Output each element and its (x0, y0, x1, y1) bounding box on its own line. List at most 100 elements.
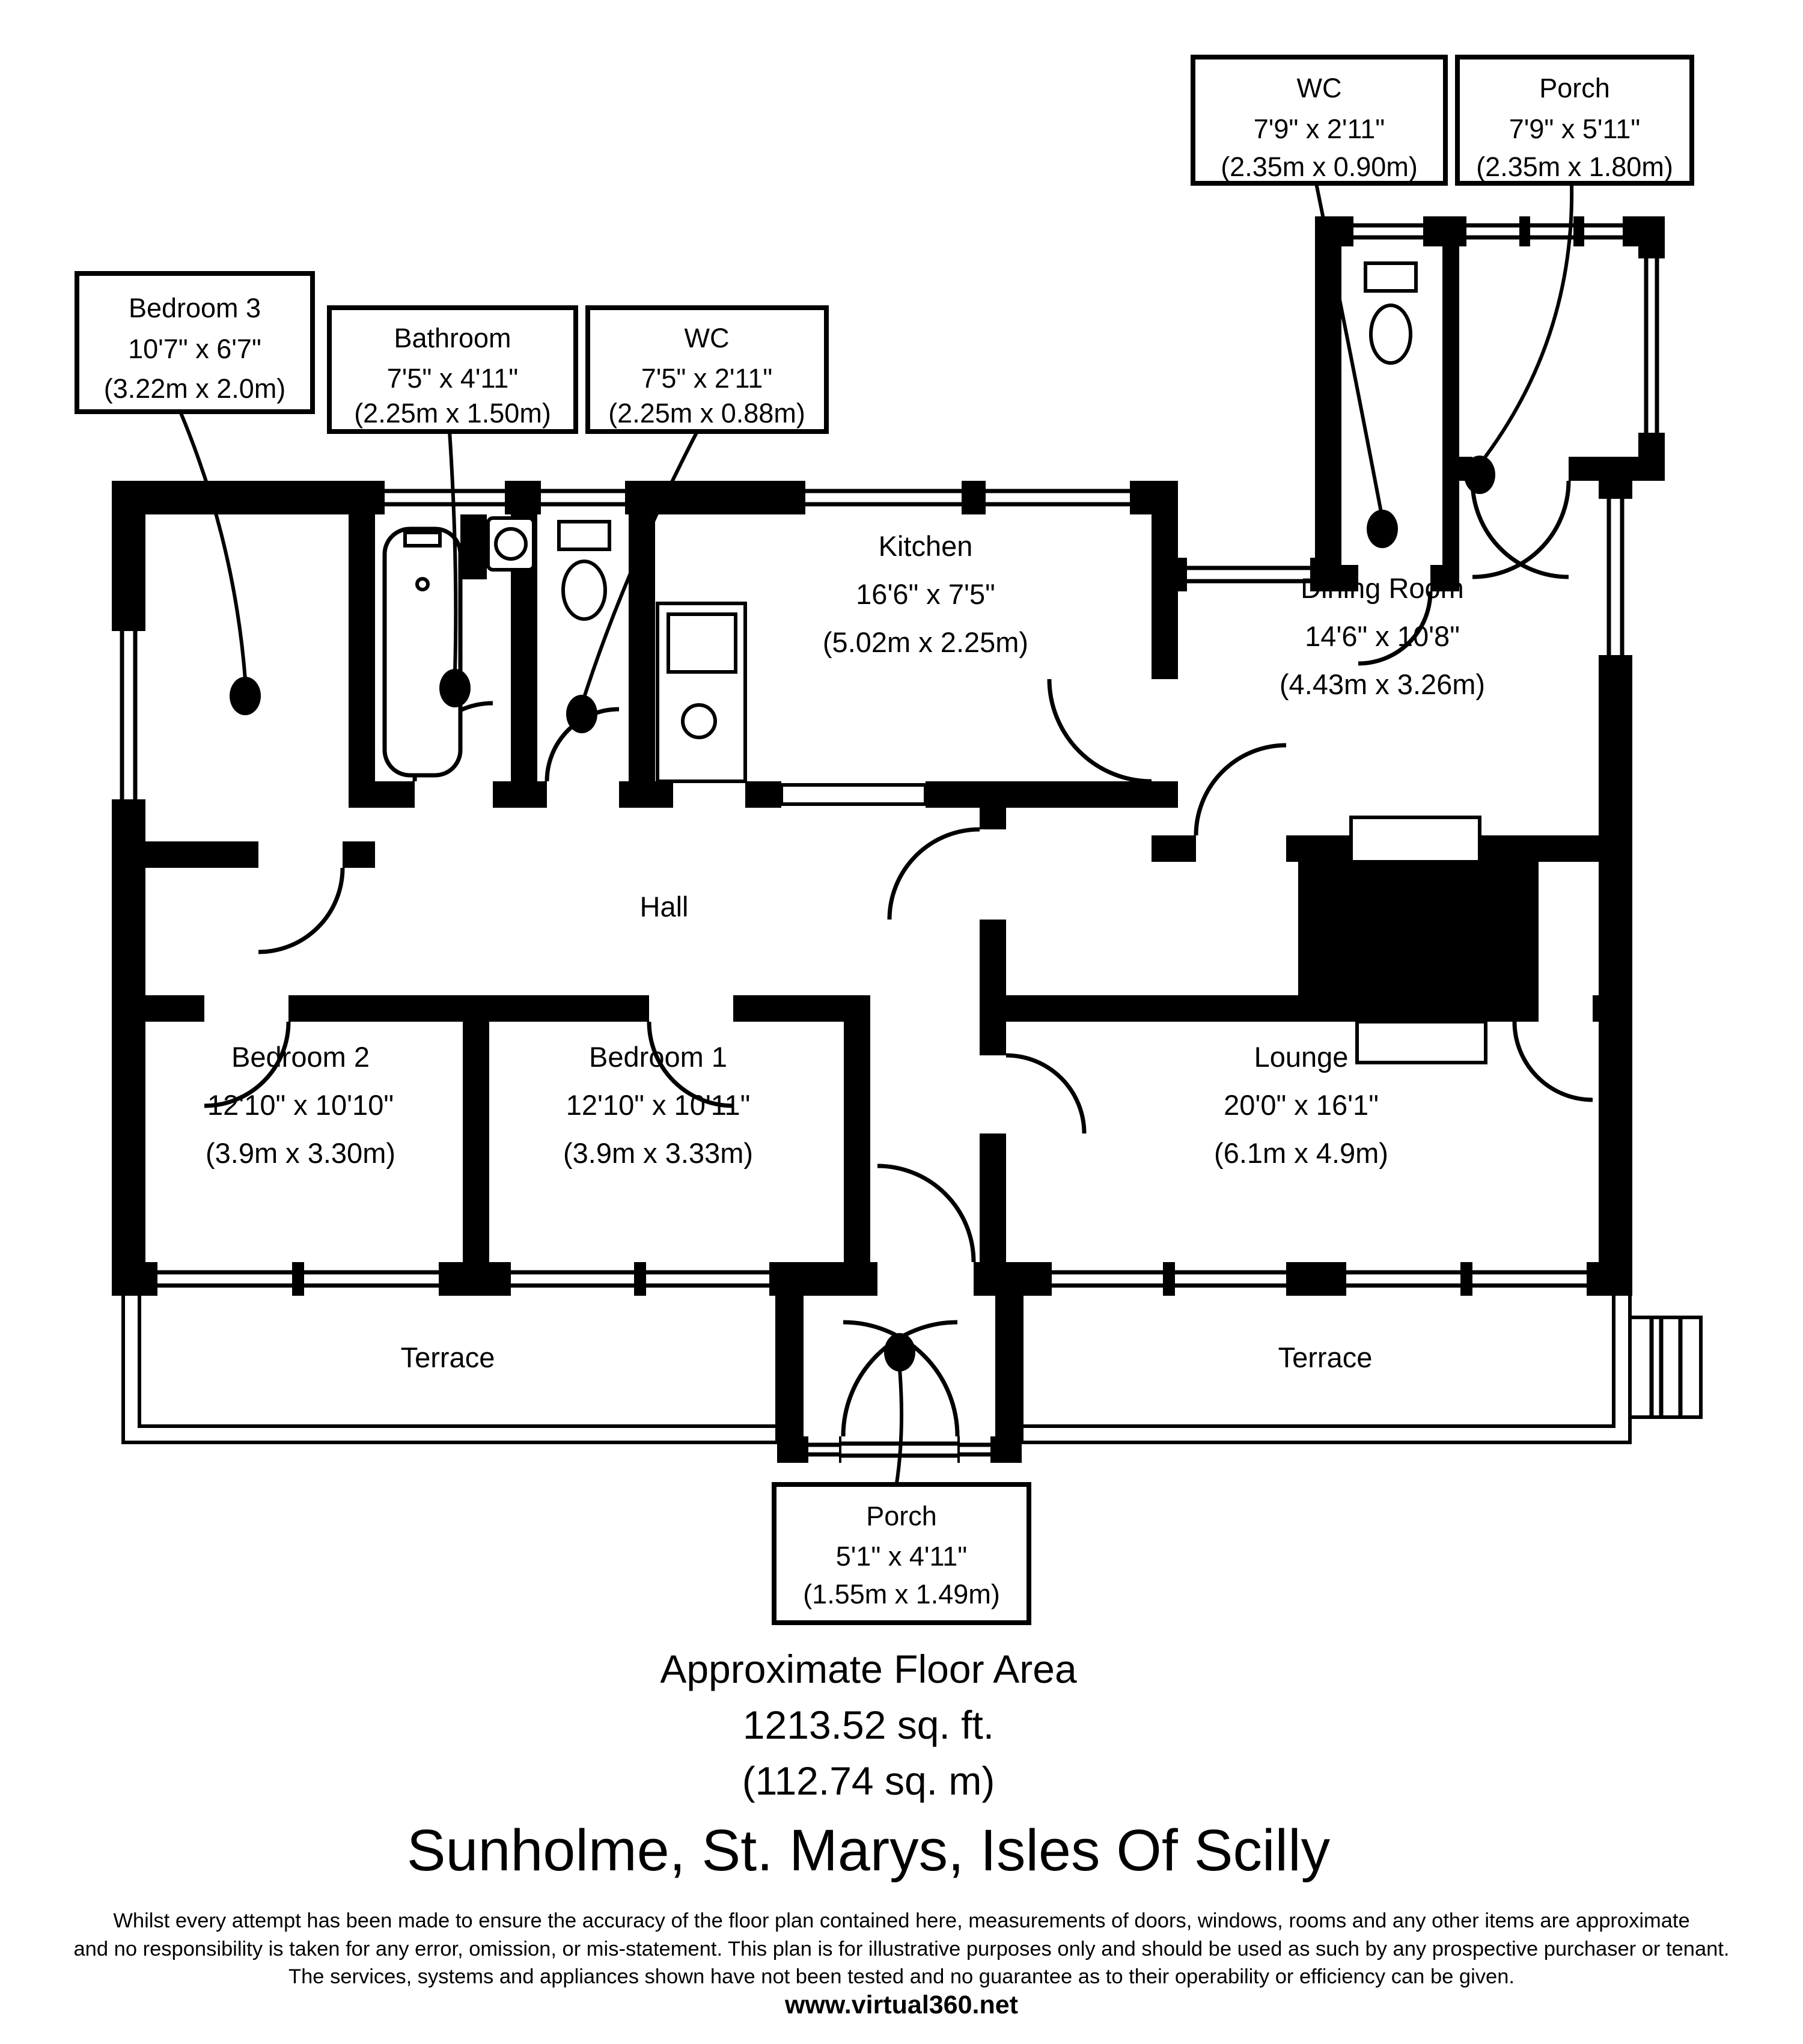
footer: Approximate Floor Area 1213.52 sq. ft. (… (73, 1647, 1729, 2019)
front-porch-label-imperial: 5'1" x 4'11" (836, 1541, 967, 1572)
bathroom-sink-bowl (494, 527, 528, 561)
leader-rear-wc (1314, 183, 1383, 513)
wc-toilet-bowl (561, 560, 607, 621)
bedroom1-metric: (3.9m x 3.33m) (563, 1137, 753, 1169)
window-rear-porch-right (1638, 258, 1665, 433)
window-kitchen-a (805, 481, 962, 514)
window-wc (541, 481, 625, 514)
lounge-name: Lounge (1254, 1041, 1349, 1073)
wall-hall-east-c (980, 1133, 1006, 1262)
kitchen-sink (681, 703, 717, 739)
bathroom-label-metric: (2.25m x 1.50m) (354, 398, 551, 429)
wall-hall-south-1 (112, 995, 204, 1022)
label-box-wc: WC 7'5" x 2'11" (2.25m x 0.88m) (585, 305, 829, 434)
door-porch-entrance-b (841, 1320, 958, 1437)
disclaimer-line3: The services, systems and appliances sho… (288, 1965, 1515, 1988)
leader-dot-wc (566, 695, 597, 733)
door-rear-porch-a (1472, 480, 1571, 579)
wall-bed3-south-2 (343, 841, 375, 868)
bedroom3-label-metric: (3.22m x 2.0m) (104, 373, 286, 404)
wall-hall-north-1 (349, 781, 415, 808)
terrace-right-inner (1022, 1296, 1615, 1428)
wall-hall-north-5 (926, 781, 1152, 808)
front-porch-label-metric: (1.55m x 1.49m) (803, 1579, 1000, 1609)
dining-imperial: 14'6" x 10'8" (1305, 620, 1460, 652)
floor-area-heading: Approximate Floor Area (660, 1647, 1077, 1691)
kitchen-cupboard (667, 612, 737, 674)
wall-hall-east-b (980, 920, 1006, 1055)
kitchen-metric: (5.02m x 2.25m) (823, 626, 1028, 658)
rear-wc-cistern (1364, 261, 1418, 293)
wall-bed2-bed1 (463, 995, 489, 1262)
door-hall-east (887, 827, 980, 920)
leader-bathroom (448, 431, 458, 672)
rear-wc-label-name: WC (1297, 73, 1342, 103)
door-bedroom3 (258, 867, 345, 954)
leader-dot-bedroom3 (230, 677, 261, 715)
leader-front-porch (895, 1368, 904, 1484)
wall-rearwc-stub-left (1341, 565, 1358, 591)
door-lounge-dining (1512, 1021, 1593, 1102)
rear-porch-label-name: Porch (1539, 73, 1610, 103)
chimney-breast (1298, 862, 1539, 1022)
window-dining-right (1599, 499, 1632, 655)
label-box-bathroom: Bathroom 7'5" x 4'11" (2.25m x 1.50m) (327, 305, 578, 434)
bathtub-tap (403, 531, 442, 548)
wall-porch-top-2 (974, 1262, 995, 1296)
window-porch-south-right (960, 1436, 990, 1463)
window-bathroom (385, 481, 505, 514)
door-kitchen-dining (1047, 679, 1152, 784)
leader-wc (582, 430, 699, 698)
dining-metric: (4.43m x 3.26m) (1280, 668, 1485, 700)
wall-rearporch-bottom (1569, 457, 1665, 481)
bathroom-label-imperial: 7'5" x 4'11" (387, 363, 518, 394)
terrace-right-name: Terrace (1278, 1341, 1373, 1373)
wall-porch-top-1 (804, 1262, 877, 1296)
window-porch-south-left (808, 1436, 839, 1463)
rear-porch-label-imperial: 7'9" x 5'11" (1509, 114, 1640, 144)
label-box-rear-wc: WC 7'9" x 2'11" (2.35m x 0.90m) (1191, 55, 1448, 186)
bedroom1-name: Bedroom 1 (589, 1041, 727, 1073)
wc-label-metric: (2.25m x 0.88m) (608, 398, 805, 429)
dining-name: Dining Room (1301, 572, 1464, 604)
wall-wc-kitchen (629, 514, 655, 808)
door-rear-porch-b (1470, 480, 1569, 579)
rear-porch-label-metric: (2.35m x 1.80m) (1476, 151, 1673, 182)
label-box-bedroom3: Bedroom 3 10'7" x 6'7" (3.22m x 2.0m) (75, 271, 315, 414)
terrace-left-name: Terrace (401, 1341, 495, 1373)
door-wc (545, 707, 620, 782)
window-bedroom2-bottom (157, 1262, 439, 1296)
front-porch-label-name: Porch (866, 1501, 937, 1531)
terraces (121, 1296, 1703, 1444)
kitchen-breakfast-bar (779, 783, 927, 806)
wall-rearwc-porch-divider (1442, 246, 1459, 591)
terrace-left-outline (121, 1296, 779, 1444)
wall-hall-north-2 (493, 781, 547, 808)
bedroom2-metric: (3.9m x 3.30m) (206, 1137, 395, 1169)
steps (1628, 1316, 1703, 1419)
fireplace-lounge (1355, 1020, 1487, 1064)
wall-porch-east (995, 1262, 1022, 1463)
label-box-front-porch: Porch 5'1" x 4'11" (1.55m x 1.49m) (772, 1482, 1031, 1625)
window-bedroom3-left (112, 631, 145, 799)
website-link[interactable]: www.virtual360.net (784, 1991, 1018, 2019)
floor-area-metric: (112.74 sq. m) (742, 1759, 995, 1803)
fixtures (382, 261, 1487, 1064)
bathroom-label-name: Bathroom (394, 323, 511, 353)
bedroom3-label-name: Bedroom 3 (129, 293, 261, 323)
window-kitchen-b (986, 481, 1130, 514)
doors (204, 480, 1593, 1437)
leader-dot-bathroom (439, 669, 471, 707)
rear-wc-label-imperial: 7'9" x 2'11" (1254, 114, 1385, 144)
bedroom2-imperial: 12'10" x 10'10" (207, 1089, 394, 1121)
hall-name: Hall (640, 891, 689, 923)
wc-cistern (557, 520, 611, 551)
kitchen-imperial: 16'6" x 7'5" (856, 578, 995, 610)
window-rear-porch-top (1466, 216, 1623, 246)
bedroom1-imperial: 12'10" x 10'11" (566, 1089, 751, 1121)
leader-dot-rear-wc (1367, 510, 1398, 548)
door-porch-entrance-a (843, 1320, 960, 1437)
leader-dot-rear-porch (1464, 456, 1495, 494)
